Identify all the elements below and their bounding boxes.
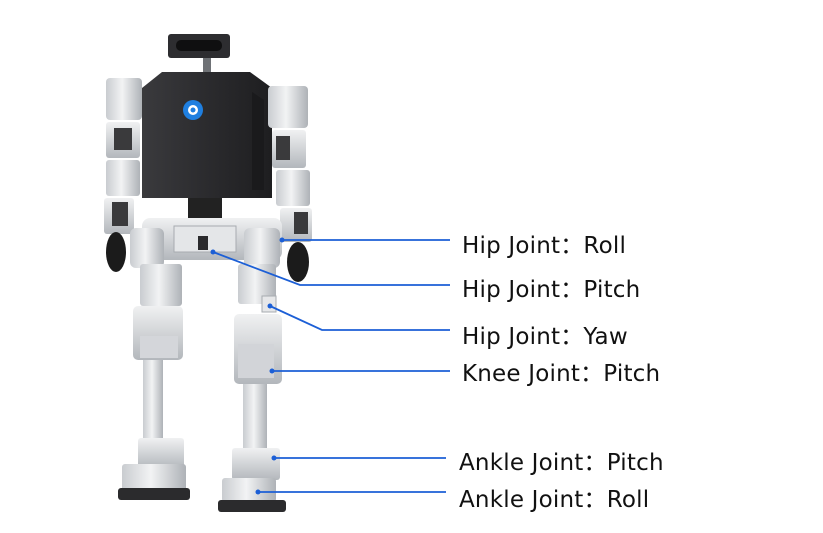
head-sensor-icon	[168, 34, 230, 77]
label-hip-pitch: Hip Joint：Pitch	[462, 277, 641, 303]
pelvis	[130, 218, 282, 268]
label-hip-roll: Hip Joint：Roll	[462, 233, 627, 259]
leader-hip-pitch	[212, 251, 450, 286]
label-knee-pitch: Knee Joint：Pitch	[462, 361, 661, 387]
leader-lines	[212, 239, 450, 493]
right-leg	[218, 264, 286, 512]
robot-logo-gear-icon	[183, 100, 203, 120]
label-ankle-roll: Ankle Joint：Roll	[459, 487, 650, 513]
left-leg	[118, 264, 190, 500]
label-hip-yaw: Hip Joint：Yaw	[462, 324, 628, 350]
right-arm	[268, 86, 312, 282]
leader-endpoints	[210, 237, 285, 495]
leader-hip-yaw	[269, 305, 450, 331]
left-arm	[104, 78, 142, 272]
robot-torso	[142, 72, 272, 220]
label-ankle-pitch: Ankle Joint：Pitch	[459, 450, 664, 476]
